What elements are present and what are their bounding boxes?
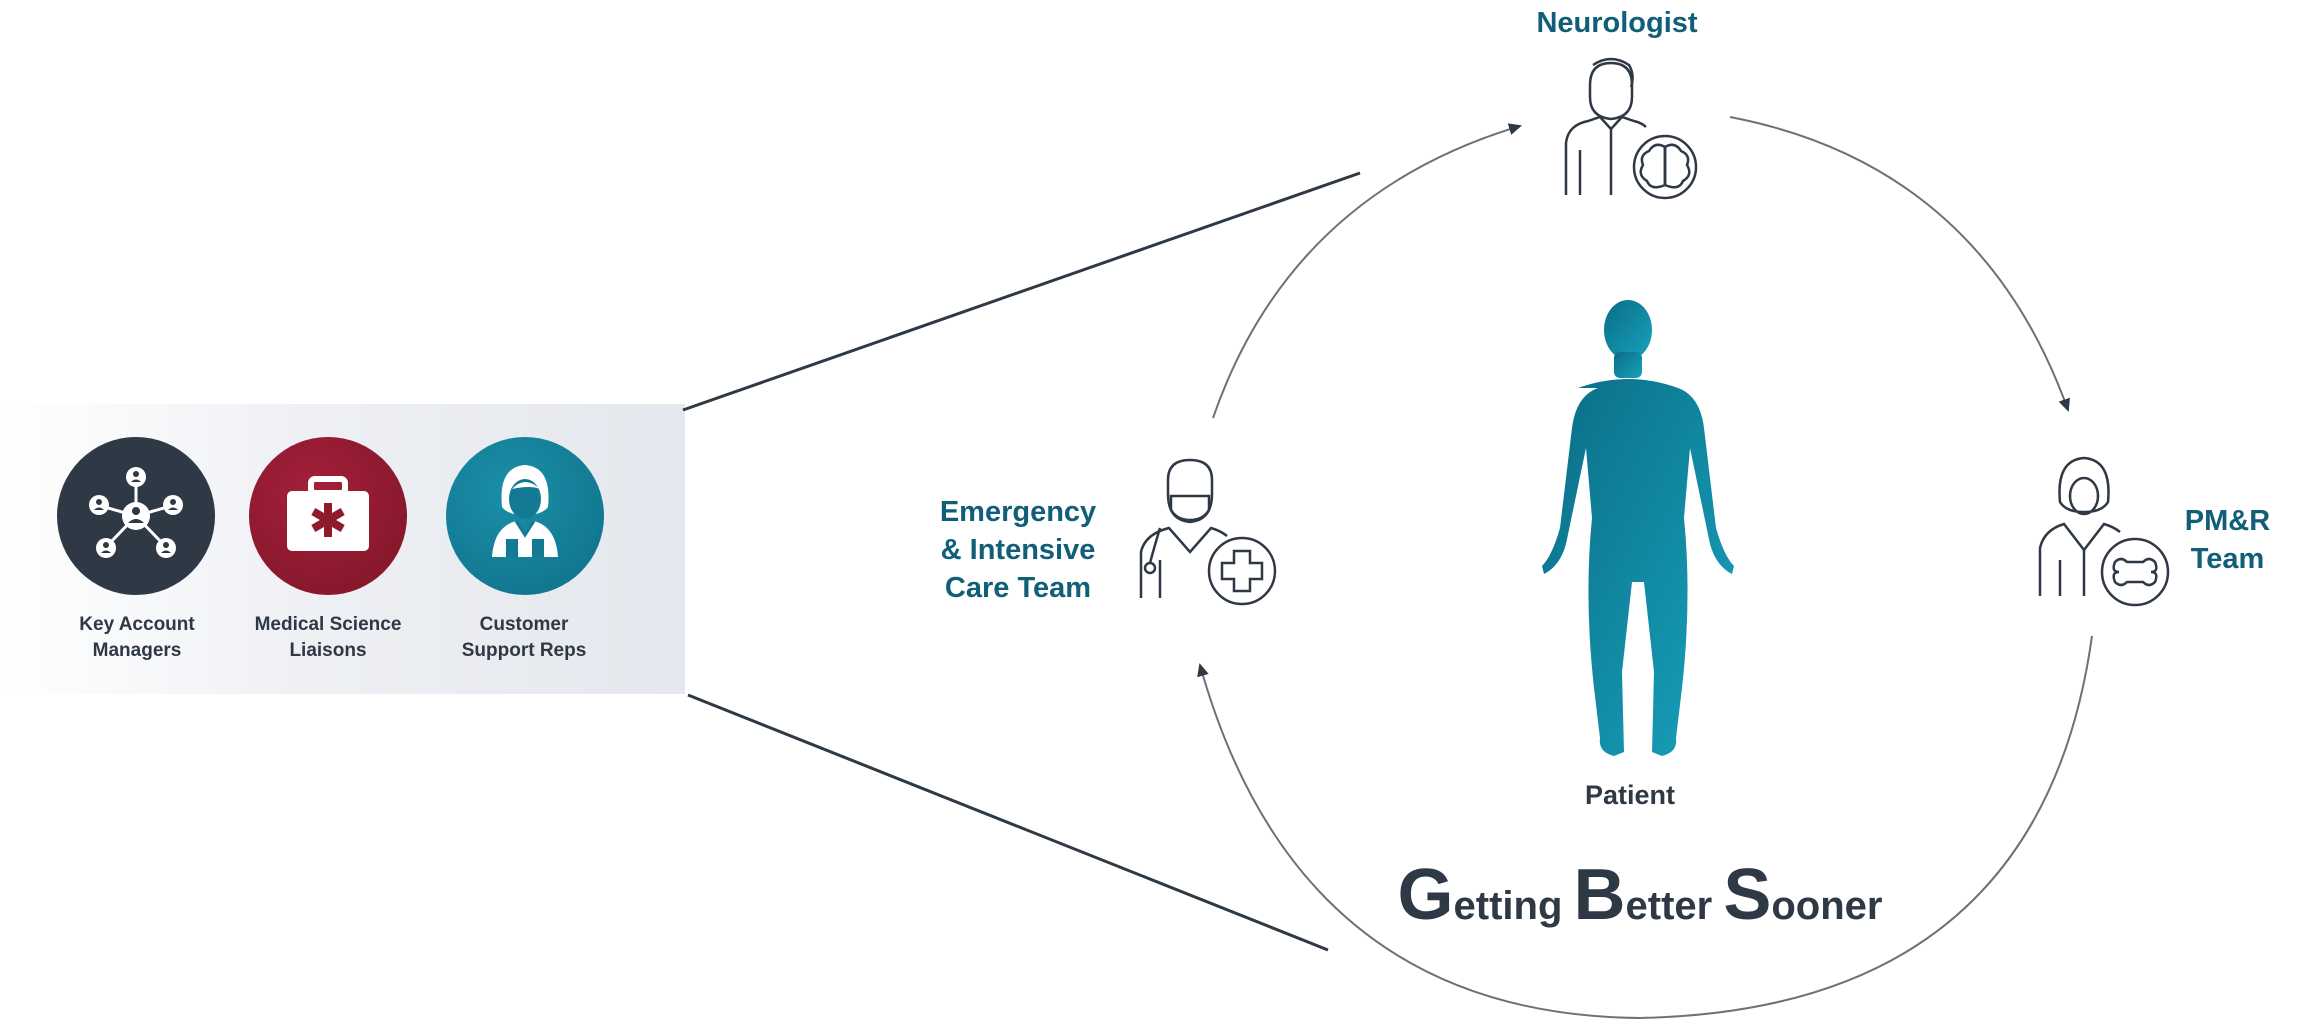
zoom-line-bottom: [687, 693, 1329, 952]
tagline-initial-b: B: [1573, 855, 1626, 935]
customer-support-reps-badge: [446, 437, 604, 595]
role-line-2: Managers: [92, 640, 182, 661]
neurologist-icon: [1564, 57, 1698, 200]
key-account-managers-label: Key Account Managers: [37, 612, 237, 664]
tagline-word-3: ooner: [1771, 884, 1883, 928]
role-line-1: Customer: [479, 614, 569, 635]
neurologist-label: Neurologist: [1536, 7, 1698, 39]
medical-science-liaisons-label: Medical Science Liaisons: [228, 612, 428, 664]
customer-support-reps-label: Customer Support Reps: [424, 612, 624, 664]
tagline-word-2: etter: [1625, 884, 1713, 928]
emergency-line-1: Emergency: [939, 496, 1097, 528]
pmr-line-2: Team: [2190, 543, 2265, 575]
tagline-word-1: etting: [1453, 884, 1563, 928]
arc-pmr-to-emergency: [1197, 635, 2093, 1020]
pmr-doctor-icon: [2038, 456, 2170, 607]
role-line-1: Key Account: [79, 614, 195, 635]
medical-bag-icon: [287, 476, 369, 551]
emergency-care-team-label: Emergency & Intensive Care Team: [908, 493, 1128, 607]
tagline-initial-g: G: [1397, 855, 1454, 935]
medical-science-liaisons-badge: [249, 437, 407, 595]
role-line-1: Medical Science: [254, 614, 402, 635]
patient-body-icon: [1542, 300, 1734, 756]
role-line-2: Support Reps: [461, 640, 587, 661]
key-account-managers-badge: [57, 437, 215, 595]
zoom-line-top: [682, 171, 1361, 412]
pmr-team-label: PM&R Team: [2170, 502, 2285, 578]
patient-label: Patient: [1584, 780, 1676, 810]
arc-neurologist-to-pmr: [1729, 116, 2070, 412]
arc-emergency-to-neurologist: [1212, 123, 1522, 419]
tagline: Getting Better Sooner: [1390, 854, 1890, 936]
tagline-initial-s: S: [1723, 855, 1772, 935]
network-people-icon: [89, 467, 183, 558]
emergency-line-3: Care Team: [944, 572, 1092, 604]
role-line-2: Liaisons: [289, 640, 367, 661]
emergency-doctor-icon: [1139, 458, 1277, 606]
support-woman-icon: [492, 465, 558, 557]
pmr-line-1: PM&R: [2184, 505, 2271, 537]
emergency-line-2: & Intensive: [940, 534, 1096, 566]
